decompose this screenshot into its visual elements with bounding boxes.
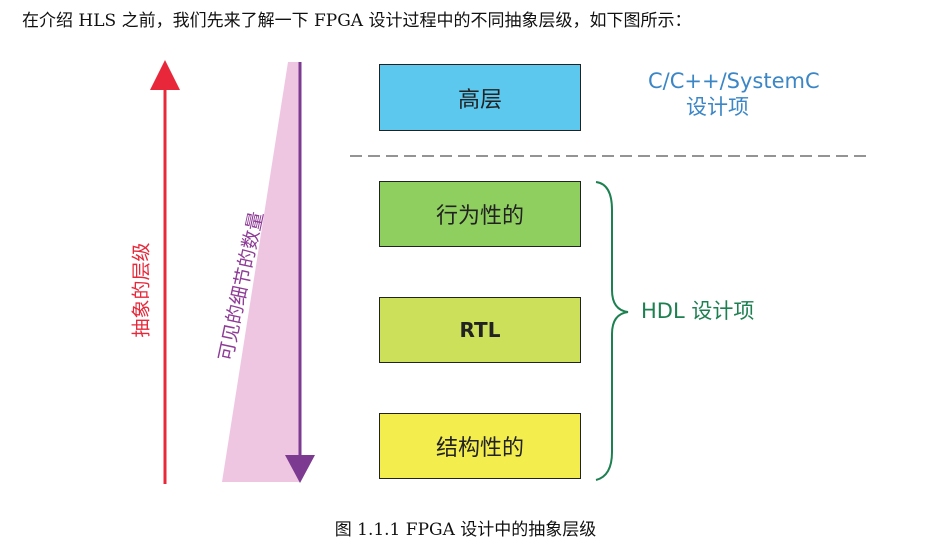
structural-label: 结构性的 (435, 436, 524, 461)
hdl-curly-brace (595, 181, 629, 481)
intro-paragraph: 在介绍 HLS 之前，我们先来了解一下 FPGA 设计过程中的不同抽象层级，如下… (22, 11, 692, 31)
detail-triangle (222, 62, 300, 482)
c-design-suffix: 设计项 (686, 95, 749, 119)
structural-box: 结构性的 (379, 413, 581, 479)
rtl-box: RTL (379, 297, 581, 363)
c-design-label: C/C++/SystemC 设计项 (648, 68, 820, 120)
high-level-label: 高层 (457, 87, 502, 113)
figure-caption: 图 1.1.1 FPGA 设计中的抽象层级 (334, 520, 597, 540)
c-design-languages: C/C++/SystemC (648, 69, 820, 93)
behavioral-box: 行为性的 (379, 181, 581, 247)
behavioral-label: 行为性的 (435, 204, 524, 229)
rtl-label: RTL (459, 318, 501, 342)
abstraction-arrow-head (150, 60, 180, 90)
abstraction-level-label: 抽象的层级 (130, 242, 153, 338)
hdl-design-label: HDL 设计项 (641, 299, 755, 323)
detail-arrow-head (285, 455, 315, 483)
high-level-box: 高层 (379, 64, 581, 131)
